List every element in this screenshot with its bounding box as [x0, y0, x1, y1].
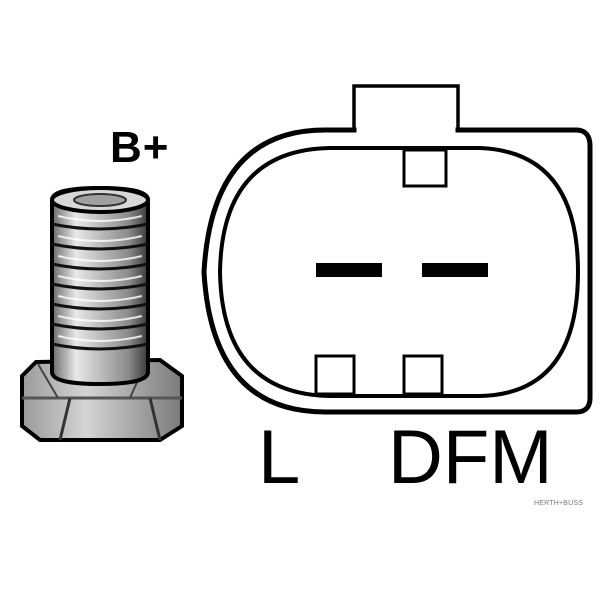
brand-watermark: HERTH+BUSS [534, 500, 584, 507]
pin-l [316, 263, 382, 277]
connector-key-tab [352, 84, 460, 134]
connector-housing [201, 127, 593, 415]
connector-bottom-notch-dfm [402, 354, 444, 396]
connector-top-notch [402, 148, 448, 188]
pin-dfm [422, 263, 488, 277]
bolt-icon [20, 185, 184, 442]
connector-icon [201, 84, 593, 415]
pin-dfm-label: DFM [388, 415, 553, 500]
pin-l-label: L [258, 415, 301, 500]
connector-bottom-notch-l [314, 354, 356, 396]
battery-terminal-label: B+ [110, 123, 170, 172]
connector-inner-socket [217, 146, 581, 398]
